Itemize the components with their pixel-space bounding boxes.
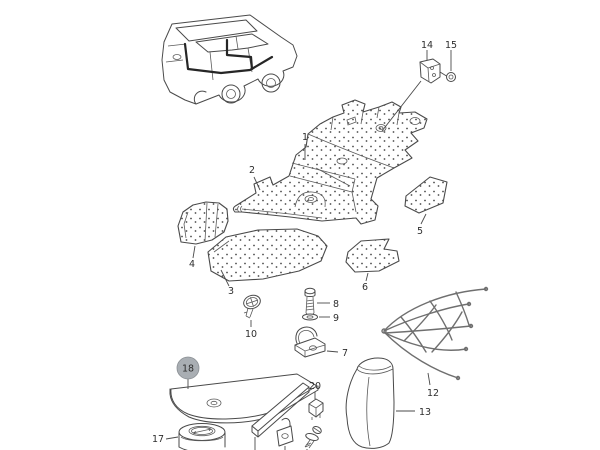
carpet-clip-drawing	[243, 294, 261, 319]
tiedown-bracket-drawing	[294, 326, 326, 358]
callout-leaders	[165, 50, 452, 440]
callout-8[interactable]: 8	[333, 299, 339, 310]
floor-carpet-drawing	[232, 99, 428, 225]
strap-bracket-drawing	[276, 417, 294, 450]
side-carpet-piece-drawing	[177, 201, 229, 245]
callout-2[interactable]: 2	[249, 165, 255, 176]
round-tub-drawing	[178, 423, 226, 450]
callout-18[interactable]: 18	[182, 364, 194, 375]
callout-1[interactable]: 1	[302, 132, 308, 143]
callout-5[interactable]: 5	[417, 226, 423, 237]
callout-14[interactable]: 14	[421, 40, 433, 51]
callout-4[interactable]: 4	[189, 259, 195, 270]
stowage-bag-drawing	[345, 357, 395, 449]
highlight-circle-18[interactable]: 18	[176, 356, 200, 380]
callout-13[interactable]: 13	[419, 407, 431, 418]
car-locator-drawing	[161, 14, 298, 105]
car-floor-highlight	[183, 42, 274, 75]
callout-6[interactable]: 6	[362, 282, 368, 293]
luggage-net-drawing	[381, 286, 489, 381]
callout-12[interactable]: 12	[427, 388, 439, 399]
highlight-circle	[176, 356, 200, 380]
callout-20[interactable]: 20	[309, 381, 321, 392]
callout-15[interactable]: 15	[445, 40, 457, 51]
front-mat-drawing	[345, 238, 400, 273]
bolt-drawing	[304, 287, 316, 316]
callout-10[interactable]: 10	[245, 329, 257, 340]
bracket-and-nut-drawing	[381, 58, 456, 132]
screw-drawing	[304, 425, 322, 450]
washer-drawing	[302, 313, 318, 321]
callout-17[interactable]: 17	[152, 434, 164, 445]
rear-mat-drawing	[404, 176, 448, 214]
parcel-shelf-drawing	[169, 373, 319, 450]
small-clip-drawing	[308, 398, 324, 420]
callout-7[interactable]: 7	[342, 348, 348, 359]
callout-3[interactable]: 3	[228, 286, 234, 297]
callout-9[interactable]: 9	[333, 313, 339, 324]
callout-labels: 1 2 3 4 5 6 7 8 9 10 12 13 14 15 17 20	[152, 40, 457, 445]
trunk-mat-drawing	[207, 228, 328, 282]
